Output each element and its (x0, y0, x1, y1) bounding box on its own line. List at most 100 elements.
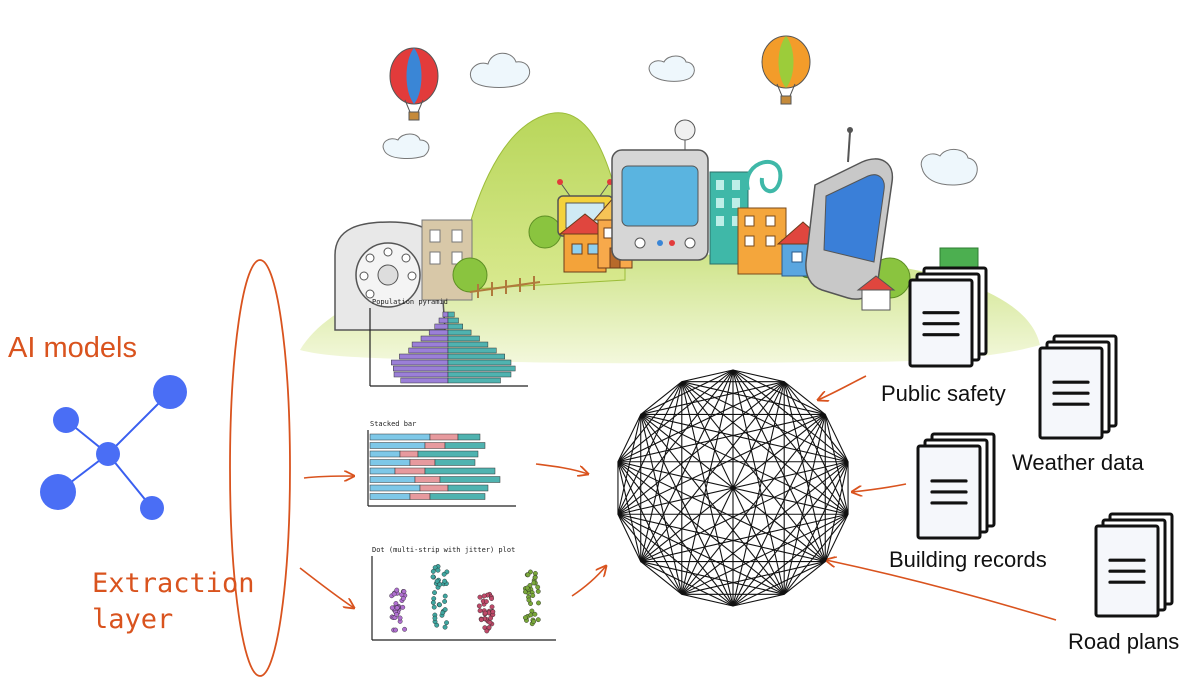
dot-point (478, 617, 484, 623)
dot-point (437, 582, 443, 587)
arrow-extract-to-stacked (303, 476, 354, 478)
graph-edge (732, 369, 849, 463)
dot-point (442, 599, 448, 604)
source-public-safety: Public safety (881, 381, 1006, 406)
graph-edge (617, 513, 785, 595)
network-icon (40, 375, 187, 520)
pyramid-bar-left (411, 341, 449, 348)
pyramid-bar-right (447, 365, 516, 372)
graph-edge (681, 381, 849, 463)
stacked-bar-segment (419, 484, 449, 492)
dot-point (389, 605, 395, 611)
graph-edge (640, 369, 734, 562)
graph-edge (617, 381, 683, 463)
dot-point (489, 604, 495, 610)
dot-point (526, 597, 532, 603)
pyramid-bar-right (447, 359, 512, 366)
pyramid-bar-right (447, 329, 472, 336)
stacked-bar-segment (369, 450, 401, 458)
pyramid-bar-right (447, 335, 480, 342)
dot-point (435, 567, 441, 573)
cloud-icon (382, 52, 978, 186)
pyramid-bar-left (438, 317, 449, 324)
network-node (140, 496, 164, 520)
dot-point (437, 602, 442, 608)
pyramid-bar-right (447, 347, 497, 354)
extraction-label-line1: Extraction (92, 568, 255, 599)
dot-point (400, 596, 406, 601)
dot-point (431, 596, 437, 602)
graph-edge (617, 513, 734, 607)
graph-edge (617, 513, 826, 563)
dot-point (441, 571, 447, 577)
stacked-bar-segment (447, 484, 489, 492)
pyramid-bar-left (399, 353, 449, 360)
dot-point (532, 575, 538, 580)
stacked-bar-segment (414, 476, 441, 483)
graph-edge (640, 413, 849, 515)
graph-edge (617, 381, 785, 515)
pyramid-title: Population pyramid (372, 298, 448, 306)
dot-point (487, 620, 493, 625)
stacked-bar-segment (369, 493, 411, 500)
dot-point (477, 608, 483, 614)
pyramid-bar-right (447, 317, 459, 324)
graph-edge (640, 414, 683, 595)
pyramid-bar-left (391, 359, 449, 366)
dot-point (442, 593, 448, 599)
dot-point (525, 572, 531, 578)
pyramid-bar-left (428, 329, 449, 336)
graph-edge (640, 381, 785, 415)
dot-point (430, 600, 436, 605)
dot-point (483, 599, 489, 605)
dot-point (482, 610, 488, 616)
network-node (153, 375, 187, 409)
pyramid-bar-right (447, 377, 501, 384)
stacked-bar-segment (409, 459, 436, 466)
pyramid-bar-left (434, 323, 449, 330)
graph-edge (640, 561, 734, 607)
graph-edge (783, 381, 849, 515)
graph-edge (640, 414, 734, 607)
orange-building (737, 207, 787, 275)
source-building-records: Building records (889, 547, 1047, 572)
graph-edge (617, 514, 642, 562)
dot-point (484, 628, 490, 634)
dot-point (397, 615, 403, 621)
pyramid-bar-right (447, 371, 512, 378)
graph-edge (681, 381, 849, 515)
stacked-bar-segment (444, 442, 486, 449)
extraction-label-line2: layer (92, 604, 174, 635)
dot-point (476, 603, 482, 609)
stacked-bar-segment (369, 433, 431, 441)
mini-chart-pyramid (369, 308, 528, 387)
dot-point (489, 596, 494, 601)
fence (469, 276, 541, 298)
telephone-icon (334, 221, 446, 331)
dot-point (434, 578, 440, 584)
dot-point (488, 615, 494, 621)
stacked-bar-segment (417, 450, 479, 458)
dot-point (528, 612, 534, 618)
stacked-bar-segment (369, 442, 426, 449)
document-stack-icon (908, 266, 1174, 618)
ai-models-label: AI models (8, 332, 137, 364)
graph-edge (617, 461, 734, 607)
network-node (40, 474, 76, 510)
stacked-bar-segment (369, 484, 421, 492)
graph-edge (681, 381, 826, 562)
dot-point (524, 585, 530, 591)
dot-point (535, 617, 541, 623)
graph-edge (783, 561, 826, 595)
dot-point (391, 591, 397, 597)
graph-edge (617, 369, 734, 463)
graph-edge (617, 461, 683, 595)
network-node (53, 407, 79, 433)
pyramid-bar-left (400, 377, 449, 384)
dot-point (393, 627, 398, 633)
extraction-ellipse (229, 259, 291, 677)
graph-edge (640, 381, 683, 562)
dot-point (536, 600, 541, 606)
graph-edge (617, 461, 826, 563)
arrow-dot-to-graph (571, 566, 606, 597)
